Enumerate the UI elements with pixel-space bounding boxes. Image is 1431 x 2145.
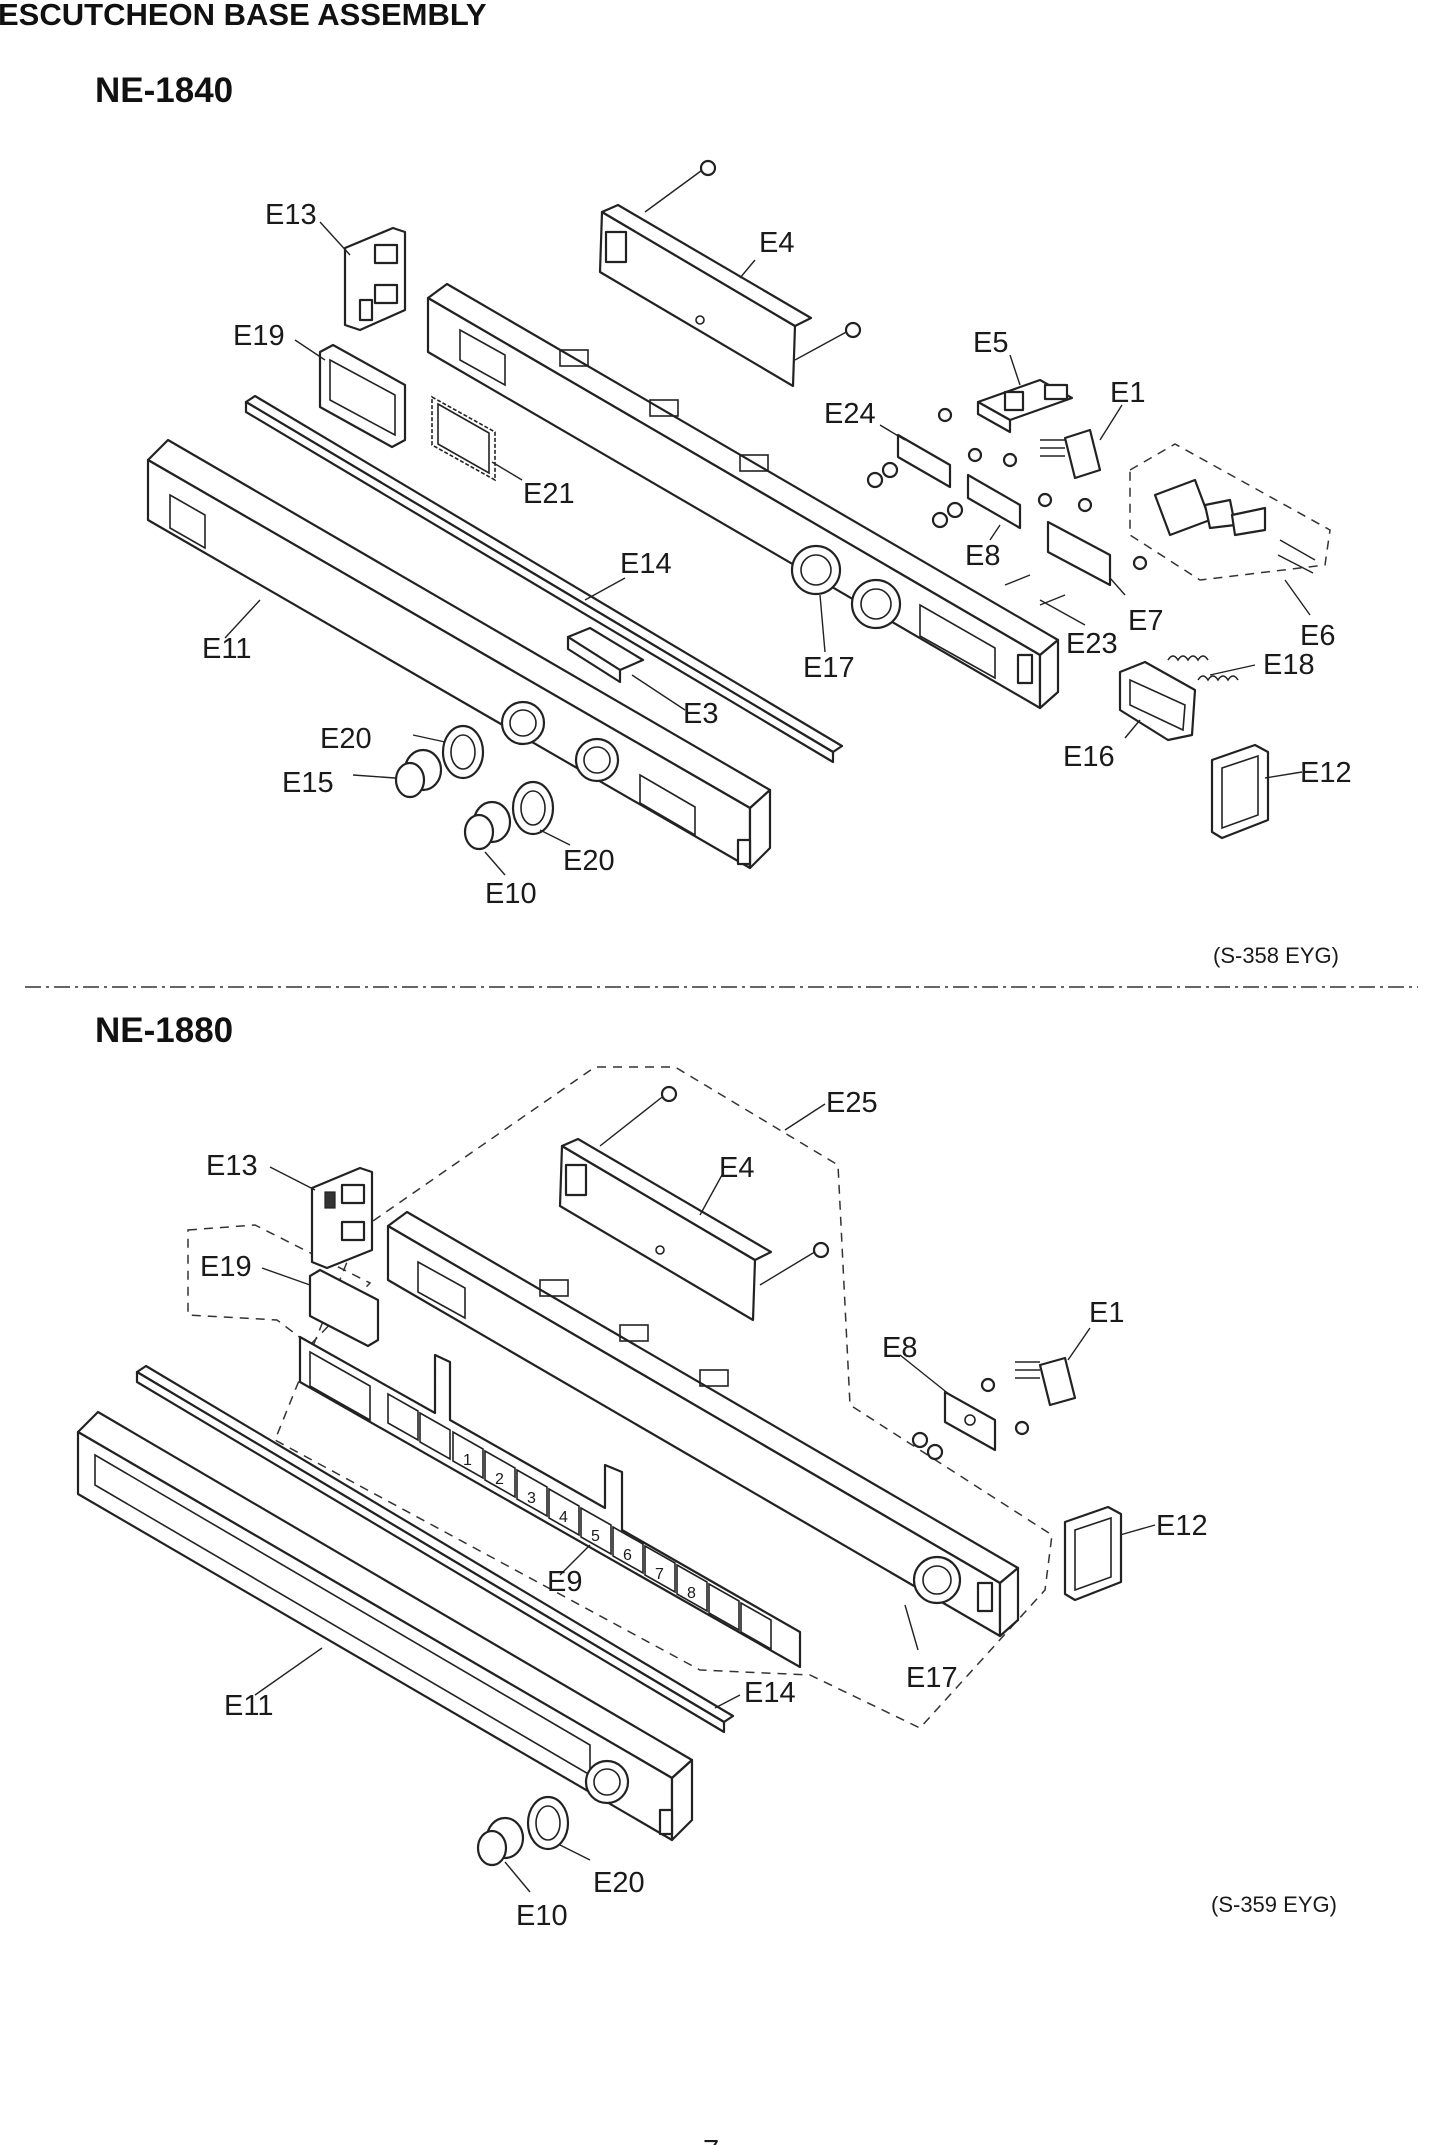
label-e17: E17 [803,652,855,684]
part-e21-gasket [431,395,496,482]
label-e19-ne1880: E19 [200,1251,252,1283]
callout-labels-ne1880: E25 E13 E4 E19 E1 E8 E12 E9 E17 E14 E11 … [200,1087,1208,1932]
ref-code-ne1880: (S-359 EYG) [1211,1892,1337,1917]
part-e1-connector-ne1880 [1015,1356,1077,1407]
keypad-key-4: 4 [559,1509,568,1526]
part-e19-window-ne1880 [308,1268,380,1348]
label-e15: E15 [282,767,334,799]
section-ne1880: NE-1880 [76,1011,1337,1932]
part-e11-front-escutcheon-ne1880 [76,1410,694,1842]
part-e13-endcap-ne1880 [310,1166,374,1270]
keypad-key-3: 3 [527,1490,536,1507]
part-e3-connector [566,626,645,684]
label-e20-ne1880: E20 [593,1867,645,1899]
label-e21: E21 [523,478,575,510]
keypad-key-8: 8 [687,1585,696,1602]
label-e12: E12 [1300,757,1352,789]
part-e14-bar [244,394,844,764]
keypad-key-7: 7 [655,1566,664,1583]
keypad-key-6: 6 [623,1547,632,1564]
label-e5: E5 [973,327,1008,359]
page-title: ESCUTCHEON BASE ASSEMBLY [0,0,487,32]
label-e4: E4 [759,227,794,259]
part-e17-back-escutcheon [426,282,1060,710]
keypad-key-5: 5 [591,1528,600,1545]
keypad-keys: 1 2 3 4 5 6 7 8 [452,1430,772,1651]
leader-lines-ne1840 [224,221,1311,876]
label-e10-ne1880: E10 [516,1900,568,1932]
part-e19-window [318,343,407,449]
part-e16-button [1118,660,1197,742]
model-title-ne1840: NE-1840 [95,71,233,110]
label-e4-ne1880: E4 [719,1152,754,1184]
label-e13: E13 [265,199,317,231]
label-e18: E18 [1263,649,1315,681]
label-e7: E7 [1128,605,1163,637]
part-e5-switch [976,378,1074,434]
part-e25-outline [274,1066,1053,1729]
part-e12-cap-ne1880 [1063,1505,1123,1602]
label-e19: E19 [233,320,285,352]
ref-code-ne1840: (S-358 EYG) [1213,943,1339,968]
label-e1: E1 [1110,377,1145,409]
model-title-ne1880: NE-1880 [95,1011,233,1050]
part-e4-board [598,159,862,388]
section-ne1840: NE-1840 [95,71,1352,968]
label-e14: E14 [620,548,672,580]
keypad-key-1: 1 [463,1452,472,1469]
label-e8: E8 [965,540,1000,572]
label-e9: E9 [547,1566,582,1598]
page-number: 7 [703,2135,719,2145]
part-e19-outline [187,1224,372,1346]
part-e18-springs [1167,655,1239,682]
part-knobs-rings [394,724,555,851]
label-e14-ne1880: E14 [744,1677,796,1709]
part-e12-cap [1210,743,1270,840]
label-e13-ne1880: E13 [206,1150,258,1182]
label-e20-bottom: E20 [563,845,615,877]
label-e20-top: E20 [320,723,372,755]
label-e3: E3 [683,698,718,730]
label-e24: E24 [824,398,876,430]
label-e12-ne1880: E12 [1156,1510,1208,1542]
label-e6: E6 [1300,620,1335,652]
label-e25: E25 [826,1087,878,1119]
part-e4-board-ne1880 [558,1085,830,1322]
part-e14-bar-ne1880 [135,1364,735,1734]
part-e11-front-escutcheon [146,438,772,870]
part-knob-ring-ne1880 [476,1795,570,1867]
part-e9-keypad-sheet: 1 2 3 4 5 6 7 8 [298,1335,802,1669]
part-e6-group [1129,443,1331,581]
part-e8-bracket-ne1880 [911,1377,1030,1461]
part-e1-connector [1040,428,1102,480]
label-e11-ne1880: E11 [224,1690,273,1722]
part-e17-back-escutcheon-ne1880 [386,1210,1020,1638]
part-e13-endcap [343,226,407,332]
label-e23: E23 [1066,628,1118,660]
label-e10: E10 [485,878,537,910]
leader-lines-ne1880 [254,1103,1156,1893]
callout-labels-ne1840: E13 E4 E19 E5 E24 E1 E21 E14 E8 E11 E7 E… [202,199,1352,910]
label-e8-ne1880: E8 [882,1332,917,1364]
label-e16: E16 [1063,741,1115,773]
label-e17-ne1880: E17 [906,1662,958,1694]
keypad-key-2: 2 [495,1471,504,1488]
label-e1-ne1880: E1 [1089,1297,1124,1329]
part-brackets [866,407,1148,606]
label-e11: E11 [202,633,251,665]
